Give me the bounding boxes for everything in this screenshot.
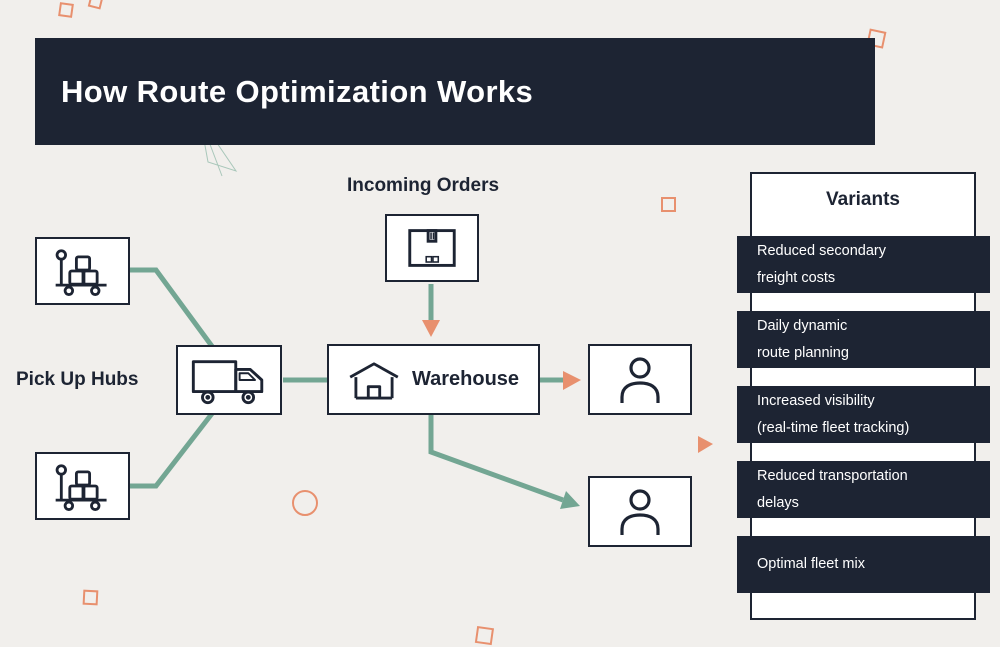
variant-text: Optimal fleet mix: [757, 556, 865, 573]
variant-text: (real-time fleet tracking): [757, 419, 910, 436]
variant-text: freight costs: [757, 269, 836, 286]
header-bar: How Route Optimization Works: [35, 38, 875, 145]
variants-header: Variants: [826, 189, 900, 210]
truck-node: [176, 345, 282, 415]
person-top-node: [588, 344, 692, 415]
arrowhead-down-icon: [422, 320, 440, 337]
hand-truck-icon: [55, 249, 107, 296]
variant-text: Reduced transportation: [757, 467, 908, 484]
variant-text: delays: [757, 494, 799, 511]
pickup-hub-top-node: [35, 237, 130, 305]
variant-text: Increased visibility: [757, 392, 875, 409]
incoming-orders-label: Incoming Orders: [347, 175, 500, 196]
person-bottom-node: [588, 476, 692, 547]
connector-hub-bottom-to-truck: [130, 409, 216, 489]
variant-row: Increased visibility (real-time fleet tr…: [737, 386, 990, 443]
pick-up-hubs-label: Pick Up Hubs: [16, 369, 139, 390]
variant-text: Reduced secondary: [757, 242, 886, 259]
pickup-hub-bottom-node: [35, 452, 130, 520]
circle-decoration: [292, 490, 318, 516]
page-title: How Route Optimization Works: [61, 73, 534, 109]
arrowhead-right-icon: [563, 371, 581, 390]
connector-hub-top-to-truck: [130, 267, 217, 351]
hand-truck-icon: [55, 464, 107, 511]
connector-warehouse-to-person2: [428, 415, 564, 503]
incoming-orders-node: [385, 214, 479, 282]
warehouse-label: Warehouse: [411, 368, 520, 390]
variant-text: route planning: [757, 344, 849, 361]
variants-pointer-icon: [698, 436, 713, 453]
variant-row: Reduced transportation delays: [737, 461, 990, 518]
warehouse-icon: [349, 361, 399, 400]
person-icon: [620, 488, 660, 535]
arrowhead-diagonal-icon: [560, 491, 580, 509]
truck-icon: [191, 360, 264, 405]
package-icon: [408, 229, 456, 267]
variant-row: Daily dynamic route planning: [737, 311, 990, 368]
variant-text: Daily dynamic: [757, 317, 848, 334]
warehouse-node: Warehouse: [327, 344, 540, 415]
person-icon: [620, 356, 660, 403]
variant-row: Reduced secondary freight costs: [737, 236, 990, 293]
variant-row: Optimal fleet mix: [737, 536, 990, 593]
